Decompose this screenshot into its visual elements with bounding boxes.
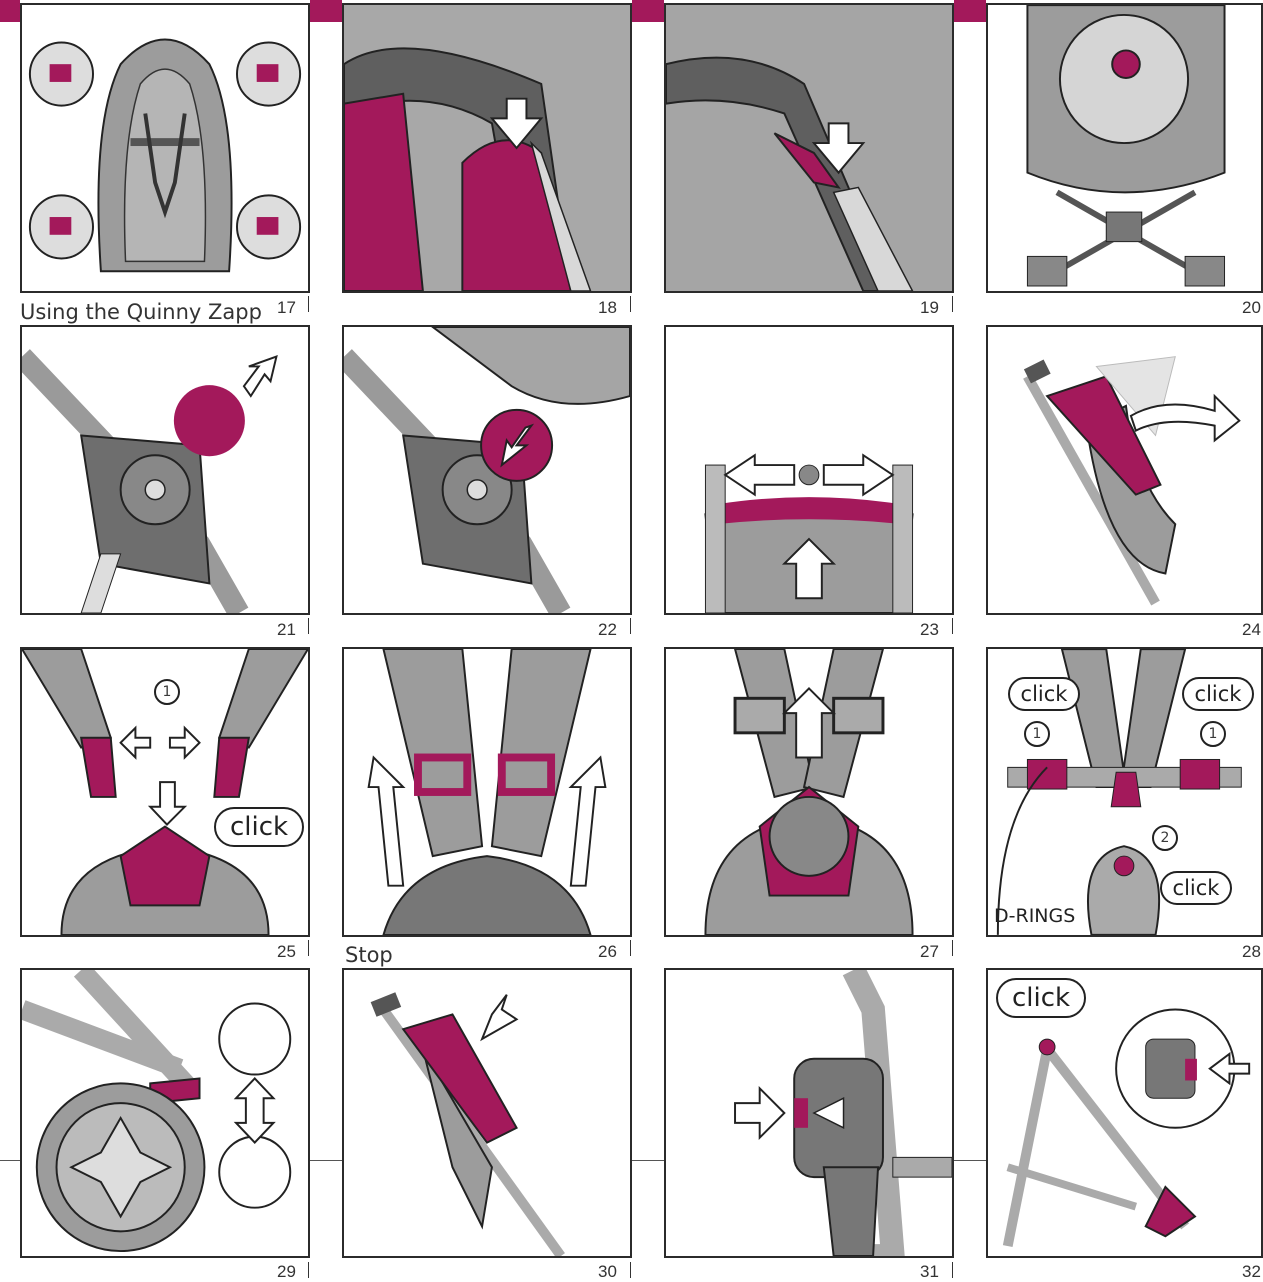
step-number-29: 29	[277, 1262, 296, 1281]
step-25-click-label: click	[214, 807, 304, 847]
step-28-click-right: click	[1182, 677, 1254, 711]
step-20-panel	[986, 3, 1263, 293]
step-28-click-left: click	[1008, 677, 1080, 711]
step-number-22: 22	[598, 620, 617, 639]
tick-17	[308, 296, 309, 312]
step-28-click-bottom: click	[1160, 871, 1232, 905]
step-17-panel	[20, 3, 310, 293]
step-number-23: 23	[920, 620, 939, 639]
step-28-d-rings-label: D-RINGS	[994, 905, 1076, 927]
tick-25	[308, 940, 309, 956]
step-23-panel	[664, 325, 954, 615]
tick-18	[630, 296, 631, 312]
top-accent-bar-4	[954, 0, 986, 22]
top-accent-bar-2	[310, 0, 342, 22]
step-number-20: 20	[1242, 298, 1261, 317]
top-accent-bar-1	[0, 0, 20, 22]
step-number-18: 18	[598, 298, 617, 317]
step-30-panel	[342, 968, 632, 1258]
step-28-marker-1-right: 1	[1200, 721, 1226, 747]
step-21-panel	[20, 325, 310, 615]
step-number-31: 31	[920, 1262, 939, 1281]
step-26-panel	[342, 647, 632, 937]
step-27-panel	[664, 647, 954, 937]
tick-30	[630, 1262, 631, 1278]
tick-19	[952, 296, 953, 312]
step-25-panel: 1 click	[20, 647, 310, 937]
step-24-panel	[986, 325, 1263, 615]
step-number-24: 24	[1242, 620, 1261, 639]
tick-23	[952, 618, 953, 634]
step-18-panel	[342, 3, 632, 293]
tick-22	[630, 618, 631, 634]
step-number-30: 30	[598, 1262, 617, 1281]
step-31-panel	[664, 968, 954, 1258]
caption-stop: Stop	[345, 943, 393, 967]
tick-27	[952, 940, 953, 956]
step-19-panel	[664, 3, 954, 293]
step-25-marker-1: 1	[154, 679, 180, 705]
tick-21	[308, 618, 309, 634]
tick-31	[952, 1262, 953, 1278]
step-number-25: 25	[277, 942, 296, 961]
step-28-panel: click click 1 1 2 click D-RINGS	[986, 647, 1263, 937]
tick-26	[630, 940, 631, 956]
step-number-19: 19	[920, 298, 939, 317]
step-28-marker-1-left: 1	[1024, 721, 1050, 747]
step-32-panel: click	[986, 968, 1263, 1258]
step-32-click-label: click	[996, 978, 1086, 1018]
step-22-panel	[342, 325, 632, 615]
step-29-panel	[20, 968, 310, 1258]
tick-29	[308, 1262, 309, 1278]
step-number-21: 21	[277, 620, 296, 639]
step-28-marker-2: 2	[1152, 825, 1178, 851]
step-number-32: 32	[1242, 1262, 1261, 1281]
top-accent-bar-3	[632, 0, 664, 22]
caption-using-quinny-zapp: Using the Quinny Zapp	[20, 300, 262, 324]
step-number-26: 26	[598, 942, 617, 961]
step-number-28: 28	[1242, 942, 1261, 961]
step-number-17: 17	[277, 298, 296, 317]
step-number-27: 27	[920, 942, 939, 961]
